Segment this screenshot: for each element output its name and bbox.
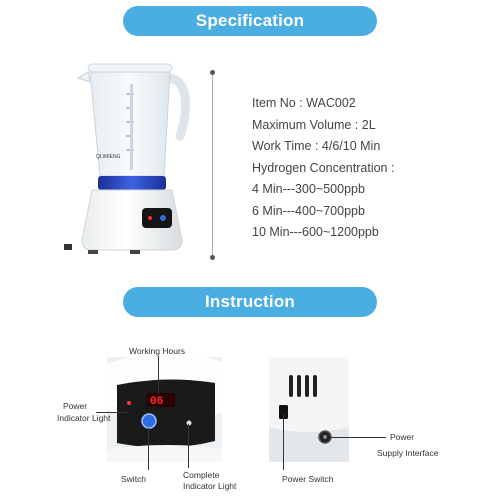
- instruction-title: Instruction: [204, 292, 296, 311]
- spec-max-volume: Maximum Volume : 2L: [252, 117, 376, 132]
- divider-dot-top: [210, 70, 215, 75]
- rear-panel-illustration: [269, 357, 349, 462]
- spec-10min: 10 Min---600~1200ppb: [252, 225, 379, 239]
- line-complete: [188, 424, 189, 468]
- control-panel-photo: 06: [107, 357, 222, 462]
- spec-item-no: Item No : WAC002: [252, 96, 356, 110]
- brand-mark: QLIMIENG: [96, 154, 121, 160]
- spec-divider: [210, 70, 215, 260]
- label-power-switch: Power Switch: [282, 474, 334, 484]
- label-power-supply-2: Supply Interface: [377, 448, 439, 458]
- label-switch: Switch: [121, 474, 147, 484]
- spec-list: Item No : WAC002 Maximum Volume : 2L Wor…: [252, 93, 394, 244]
- line-switch: [148, 428, 149, 470]
- label-working-hours: Working Hours: [129, 346, 186, 356]
- instruction-banner: Instruction: [123, 287, 377, 317]
- spec-4min: 4 Min---300~500ppb: [252, 182, 365, 196]
- product-image: QLIMIENG: [64, 63, 191, 254]
- rear-panel-photo: [269, 357, 349, 462]
- divider-dot-bottom: [210, 255, 215, 260]
- spec-work-time: Work Time : 4/6/10 Min: [252, 139, 381, 153]
- line-power-switch: [283, 414, 284, 470]
- control-panel-illustration: 06: [107, 357, 222, 462]
- label-power-supply-1: Power: [390, 432, 415, 442]
- label-complete-2: Indicator Light: [183, 481, 237, 491]
- spec-6min: 6 Min---400~700ppb: [252, 203, 365, 218]
- label-power-indicator-1: Power: [63, 401, 88, 411]
- line-power-supply: [330, 437, 386, 438]
- specification-banner: Specification: [123, 6, 377, 36]
- line-power-indicator: [96, 412, 129, 413]
- line-working-hours: [158, 356, 159, 394]
- spec-hydrogen-heading: Hydrogen Concentration :: [252, 160, 395, 175]
- label-power-indicator-2: Indicator Light: [57, 413, 111, 423]
- specification-title: Specification: [195, 11, 305, 30]
- led-display: 06: [150, 396, 163, 408]
- label-complete-1: Complete: [183, 470, 220, 480]
